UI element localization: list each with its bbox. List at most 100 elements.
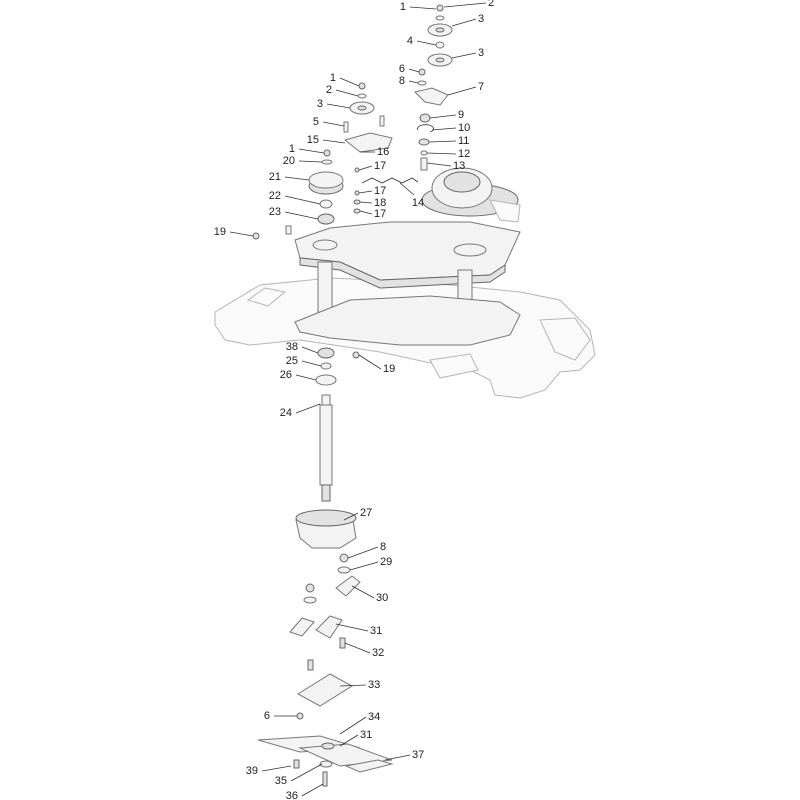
- callout-number: 31: [370, 625, 382, 637]
- callout-leader-line: [301, 360, 322, 367]
- callout-number: 21: [269, 171, 281, 183]
- callout-leader-line: [408, 68, 420, 73]
- callout-leader-line: [301, 346, 319, 354]
- callout-number: 16: [377, 146, 389, 158]
- callout-number: 17: [374, 160, 386, 172]
- callout-number: 13: [453, 160, 465, 172]
- callout-number: 35: [275, 775, 287, 787]
- callout-number: 22: [269, 190, 281, 202]
- callout-leader-line: [347, 546, 379, 559]
- callout-number: 30: [376, 592, 388, 604]
- callout-leader-line: [451, 52, 477, 59]
- callout-leader-line: [451, 18, 477, 27]
- spindle-parts: [315, 347, 360, 502]
- callout-number: 19: [214, 226, 226, 238]
- gearbox-pulley: [421, 167, 521, 223]
- callout-leader-line: [426, 162, 452, 167]
- callout-leader-line: [358, 165, 373, 171]
- callout-number: 39: [246, 765, 258, 777]
- callout-leader-line: [349, 561, 379, 571]
- callout-number: 2: [488, 0, 494, 9]
- callout-leader-line: [343, 512, 359, 521]
- callout-leader-line: [358, 354, 382, 370]
- callout-number: 26: [280, 369, 292, 381]
- callout-number: 3: [478, 47, 484, 59]
- callout-leader-line: [326, 103, 351, 109]
- callout-number: 6: [264, 710, 270, 722]
- callout-leader-line: [339, 716, 367, 735]
- callout-leader-line: [429, 114, 457, 119]
- callout-leader-line: [443, 2, 487, 8]
- callout-leader-line: [409, 6, 437, 10]
- callout-number: 8: [380, 541, 386, 553]
- callout-number: 10: [458, 122, 470, 134]
- callout-number: 14: [412, 197, 424, 209]
- callout-number: 6: [399, 63, 405, 75]
- callout-leader-line: [351, 585, 375, 599]
- callout-leader-line: [322, 139, 346, 144]
- callout-leader-line: [339, 684, 367, 687]
- callout-number: 4: [407, 35, 413, 47]
- callout-leader-line: [447, 86, 477, 96]
- callout-number: 1: [400, 1, 406, 13]
- callout-number: 23: [269, 206, 281, 218]
- callout-leader-line: [301, 783, 324, 797]
- callout-number: 34: [368, 711, 380, 723]
- callout-leader-line: [284, 176, 310, 181]
- callout-leader-line: [335, 623, 369, 632]
- callout-number: 29: [380, 556, 392, 568]
- callout-leader-line: [295, 374, 317, 381]
- callout-leader-line: [229, 231, 254, 237]
- callout-number: 7: [478, 81, 484, 93]
- callout-leader-line: [359, 210, 373, 215]
- callout-leader-line: [284, 211, 319, 220]
- callout-number: 8: [399, 75, 405, 87]
- callout-number: 1: [289, 143, 295, 155]
- callout-leader-line: [384, 754, 411, 761]
- callout-number: 24: [280, 407, 292, 419]
- callout-number: 15: [307, 134, 319, 146]
- callout-number: 11: [458, 135, 469, 147]
- callout-leader-line: [335, 89, 359, 97]
- callout-leader-line: [298, 148, 325, 154]
- callout-number: 36: [286, 790, 298, 800]
- callout-number: 12: [458, 148, 470, 160]
- callout-number: 31: [360, 729, 372, 741]
- callout-leader-line: [358, 190, 373, 194]
- callout-leader-line: [426, 152, 457, 155]
- callout-number: 17: [374, 208, 386, 220]
- callout-leader-line: [431, 127, 457, 131]
- callout-leader-line: [298, 160, 323, 163]
- callout-leader-line: [322, 121, 345, 127]
- callout-leader-line: [399, 182, 415, 196]
- callout-leader-line: [359, 201, 373, 204]
- callout-number: 3: [478, 13, 484, 25]
- callout-number: 2: [326, 84, 332, 96]
- idler-assembly: [252, 82, 419, 240]
- callout-leader-line: [284, 195, 321, 205]
- callout-number: 32: [372, 647, 384, 659]
- callout-leader-line: [416, 40, 437, 46]
- callout-number: 9: [458, 109, 464, 121]
- cup-blade-hub: [295, 509, 357, 549]
- callout-number: 25: [286, 355, 298, 367]
- callout-leader-line: [408, 80, 419, 84]
- callout-number: 20: [283, 155, 295, 167]
- callout-number: 18: [374, 197, 386, 209]
- callout-leader-line: [261, 765, 292, 772]
- callout-leader-line: [290, 763, 323, 782]
- lower-deck-plate: [294, 295, 521, 346]
- callout-leader-line: [344, 642, 371, 654]
- blade-fasteners: [257, 553, 394, 787]
- callout-number: 33: [368, 679, 380, 691]
- callout-number: 5: [313, 116, 319, 128]
- callout-number: 17: [374, 185, 386, 197]
- top-plate: [294, 221, 521, 289]
- callout-number: 19: [383, 363, 395, 375]
- callout-number: 38: [286, 341, 298, 353]
- callout-number: 1: [330, 72, 336, 84]
- upper-pulley-stack: [414, 4, 453, 171]
